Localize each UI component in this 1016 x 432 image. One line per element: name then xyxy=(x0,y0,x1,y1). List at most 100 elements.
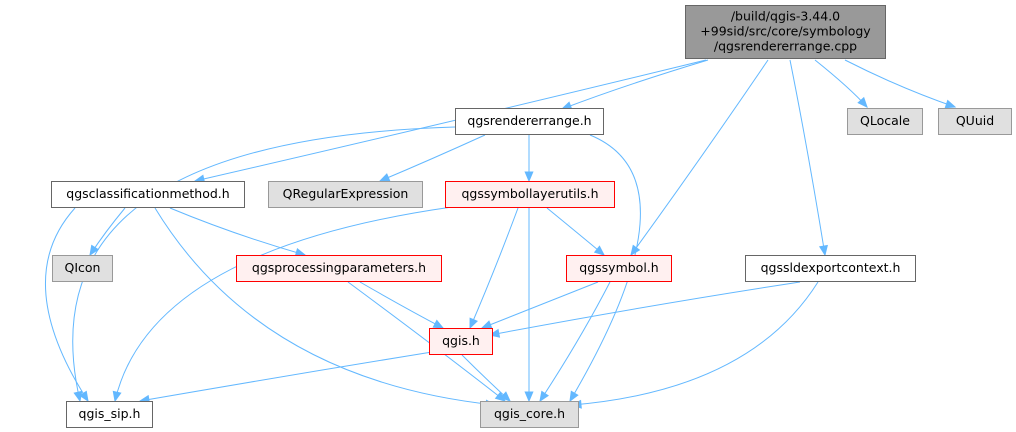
node-box xyxy=(847,108,923,135)
edge-line xyxy=(571,281,819,406)
node-qlocale: QLocale xyxy=(847,108,923,135)
node-label: QLocale xyxy=(860,113,910,128)
node-qgis_sip_h[interactable]: qgis_sip.h xyxy=(66,401,153,428)
node-box xyxy=(566,255,672,282)
node-label: qgssymbol.h xyxy=(579,260,658,275)
node-label: /qgsrendererrange.cpp xyxy=(714,39,857,54)
node-qgis_h[interactable]: qgis.h xyxy=(429,328,493,355)
node-qgsrendererrange_h[interactable]: qgsrendererrange.h xyxy=(455,108,604,135)
node-qgsclassificationmethod_h[interactable]: qgsclassificationmethod.h xyxy=(51,181,245,208)
edge-arrowhead xyxy=(89,244,100,257)
node-label: qgis_sip.h xyxy=(79,406,141,421)
edge-arrowhead xyxy=(524,171,534,183)
node-box xyxy=(429,328,493,355)
edge-line xyxy=(844,59,956,108)
node-label: qgis.h xyxy=(442,333,480,348)
edge-line xyxy=(154,207,496,406)
edge-arrowhead xyxy=(469,317,478,330)
edge-line xyxy=(169,207,306,256)
node-label: qgssldexportcontext.h xyxy=(761,260,901,275)
node-label: qgsprocessingparameters.h xyxy=(252,260,426,275)
edge-qgsclassificationmethod_h-to-qgsprocessingparameters_h xyxy=(169,207,307,257)
edge-src-to-qgsclassificationmethod_h xyxy=(193,59,707,184)
edge-qgis_h-to-qgis_sip_h xyxy=(138,351,433,404)
edge-qgsclassificationmethod_h-to-qgis_sip_h xyxy=(44,207,89,403)
node-box xyxy=(480,401,579,428)
edge-line xyxy=(194,59,707,182)
edge-arrowhead xyxy=(539,390,550,403)
node-box xyxy=(268,181,423,208)
node-label: /build/qgis-3.44.0 xyxy=(731,9,840,24)
node-label: QUuid xyxy=(956,113,994,128)
edge-line xyxy=(569,134,641,402)
node-label: QIcon xyxy=(65,260,101,275)
edge-arrowhead xyxy=(432,319,445,329)
node-label: qgis_core.h xyxy=(494,406,565,421)
edge-line xyxy=(114,206,453,402)
node-qgssymbol_h[interactable]: qgssymbol.h xyxy=(566,255,672,282)
edge-arrowhead xyxy=(569,390,579,403)
edge-qgsrendererrange_h-to-qgssymbollayerutils_h xyxy=(524,135,534,183)
edge-arrowhead xyxy=(480,320,493,329)
edge-qgis_h-to-qgis_core_h xyxy=(461,354,511,402)
edge-line xyxy=(489,281,801,336)
node-qgis_core_h: qgis_core.h xyxy=(480,401,579,428)
node-quuid: QUuid xyxy=(938,108,1012,135)
edge-line xyxy=(379,134,486,182)
edge-qgsrendererrange_h-to-qregularexpression xyxy=(378,134,486,182)
node-label: qgssymbollayerutils.h xyxy=(461,186,598,201)
edge-arrowhead xyxy=(78,390,89,403)
node-box xyxy=(51,181,245,208)
edge-qgssldexportcontext_h-to-qgis_h xyxy=(488,281,801,338)
edge-line xyxy=(359,281,444,329)
edge-src-to-qlocale xyxy=(814,59,868,108)
edge-arrowhead xyxy=(378,173,391,182)
edge-arrowhead xyxy=(593,245,605,256)
node-qgssymbollayerutils_h[interactable]: qgssymbollayerutils.h xyxy=(445,181,615,208)
node-box xyxy=(685,5,886,59)
edge-qgssldexportcontext_h-to-qgis_core_h xyxy=(570,281,819,409)
node-qgsprocessingparameters_h[interactable]: qgsprocessingparameters.h xyxy=(236,255,442,282)
edge-arrowhead xyxy=(944,99,957,109)
edge-qgssymbollayerutils_h-to-qgis_core_h xyxy=(524,208,534,403)
edge-arrowhead xyxy=(499,391,511,402)
edge-line xyxy=(789,59,826,256)
edge-qgsclassificationmethod_h-to-qgis_core_h xyxy=(154,207,497,409)
edge-arrowhead xyxy=(857,96,868,108)
node-box xyxy=(52,255,113,282)
node-src: /build/qgis-3.44.0+99sid/src/core/symbol… xyxy=(685,5,886,59)
edge-line xyxy=(630,59,769,256)
node-label: +99sid/src/core/symbology xyxy=(700,24,871,39)
edge-line xyxy=(561,59,709,110)
edge-qgsrendererrange_h-to-qgis_core_h xyxy=(569,134,641,403)
node-box xyxy=(745,255,916,282)
edge-line xyxy=(44,207,89,402)
edge-qgssymbol_h-to-qgis_core_h xyxy=(539,281,611,403)
edge-src-to-quuid xyxy=(844,59,957,109)
edge-arrowhead xyxy=(112,390,122,403)
node-label: qgsclassificationmethod.h xyxy=(66,186,229,201)
edge-arrowhead xyxy=(524,391,534,403)
edge-line xyxy=(139,351,433,402)
nodes-layer: /build/qgis-3.44.0+99sid/src/core/symbol… xyxy=(51,5,1012,428)
edge-qgssymbollayerutils_h-to-qgssymbol_h xyxy=(546,207,605,256)
node-box xyxy=(455,108,604,135)
node-box xyxy=(445,181,615,208)
edge-line xyxy=(539,281,611,402)
node-qgssldexportcontext_h[interactable]: qgssldexportcontext.h xyxy=(745,255,916,282)
node-box xyxy=(66,401,153,428)
edge-line xyxy=(546,207,605,256)
edge-src-to-qgssymbol_h xyxy=(630,59,769,257)
edge-src-to-qgssldexportcontext_h xyxy=(789,59,828,257)
node-qregularexpression: QRegularExpression xyxy=(268,181,423,208)
edge-src-to-qgsrendererrange_h xyxy=(560,59,709,110)
edge-qgssymbollayerutils_h-to-qgis_h xyxy=(469,207,519,330)
node-box xyxy=(236,255,442,282)
edge-line xyxy=(481,281,599,329)
node-label: QRegularExpression xyxy=(283,186,409,201)
edge-line xyxy=(461,354,511,402)
edge-line xyxy=(469,207,519,329)
edge-qgssymbol_h-to-qgis_h xyxy=(480,281,599,329)
node-qicon: QIcon xyxy=(52,255,113,282)
